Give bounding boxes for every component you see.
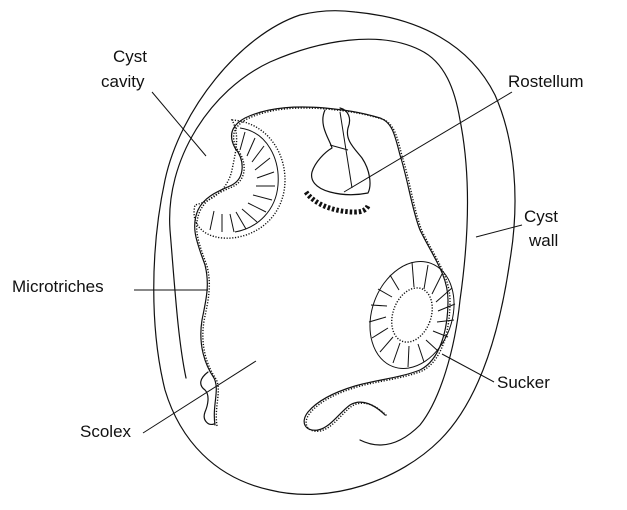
rostellum-structure <box>306 108 370 212</box>
leader-scolex <box>143 361 256 433</box>
cyst-wall-inner <box>170 39 468 445</box>
scolex-outline <box>195 107 448 430</box>
leader-cyst-cavity <box>152 92 206 156</box>
label-sucker: Sucker <box>497 373 550 392</box>
leader-sucker <box>442 354 494 382</box>
rostellum-hooks <box>306 192 368 212</box>
microtriches-fringe <box>197 108 450 431</box>
label-cyst-wall-line2: wall <box>528 231 558 250</box>
label-cyst-cavity-line1: Cyst <box>113 47 147 66</box>
label-rostellum: Rostellum <box>508 72 584 91</box>
sucker-lower <box>356 250 469 381</box>
label-microtriches: Microtriches <box>12 277 104 296</box>
label-cyst-cavity-line2: cavity <box>101 72 145 91</box>
leader-cyst-wall <box>476 225 522 237</box>
leader-rostellum <box>344 92 512 192</box>
label-scolex: Scolex <box>80 422 132 441</box>
sucker-upper <box>194 120 285 238</box>
scolex-tail <box>201 372 214 424</box>
label-cyst-wall-line1: Cyst <box>524 207 558 226</box>
